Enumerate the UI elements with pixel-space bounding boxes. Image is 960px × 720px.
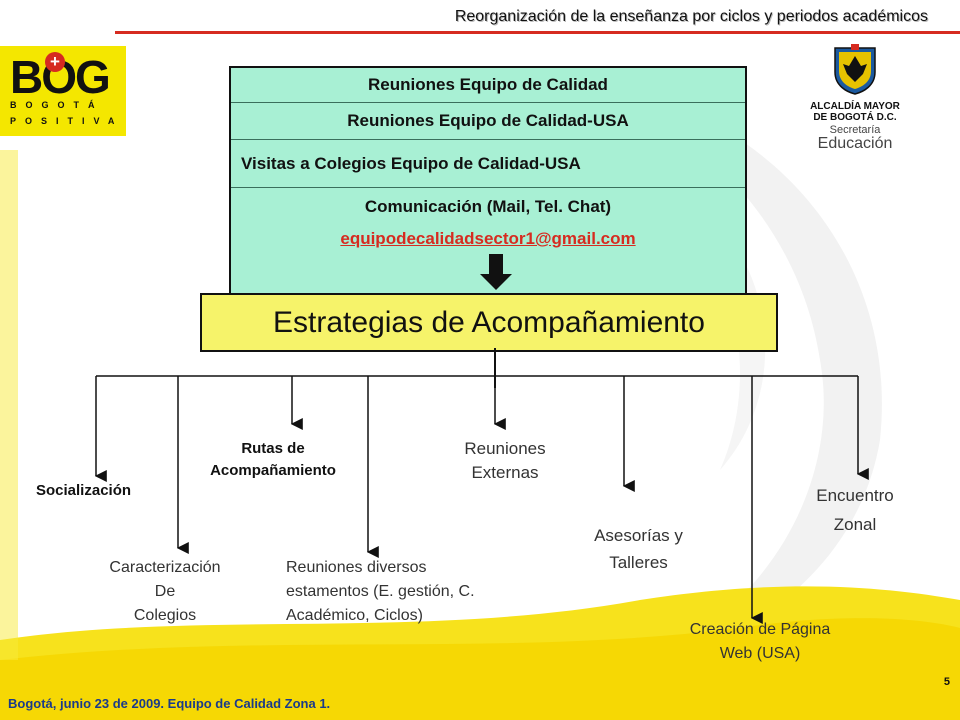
page-number: 5 [943, 676, 950, 688]
coat-of-arms-icon [834, 44, 876, 95]
branch-reuniones-diversos: Reuniones diversos estamentos (E. gestió… [286, 556, 566, 628]
alcaldia-line4: Educación [817, 135, 893, 152]
branch-creacion-line1: Creación de Página [689, 621, 831, 638]
alcaldia-line3: Secretaría [829, 124, 881, 136]
branch-reuniones-externas: Reuniones Externas [435, 437, 575, 485]
branch-reuniones-externas-line1: Reuniones [464, 439, 546, 458]
plus-icon: + [45, 52, 65, 72]
branch-reuniones-diversos-line1: Reuniones diversos [286, 559, 427, 576]
info-row-visitas-text: Visitas a Colegios Equipo de Calidad-USA [241, 154, 581, 173]
info-row-reuniones-usa-text: Reuniones Equipo de Calidad-USA [347, 111, 629, 130]
branch-encuentro-line1: Encuentro [816, 486, 894, 505]
branch-asesorias-line2: Talleres [609, 553, 668, 572]
branch-reuniones-diversos-line2: estamentos (E. gestión, C. [286, 583, 475, 600]
info-row-reuniones: Reuniones Equipo de Calidad [231, 68, 745, 103]
branch-creacion-line2: Web (USA) [719, 645, 801, 662]
comunicacion-title: Comunicación (Mail, Tel. Chat) [364, 197, 612, 216]
strategy-box: Estrategias de Acompañamiento [200, 293, 778, 352]
branch-caracterizacion-line2: De [154, 583, 176, 600]
branch-rutas: Rutas de Acompañamiento [178, 438, 368, 482]
branch-encuentro-line2: Zonal [833, 515, 877, 534]
bog-logo-line2: POSITIVA [10, 116, 124, 126]
alcaldia-logo: ALCALDÍA MAYOR DE BOGOTÁ D.C. Secretaría… [800, 44, 910, 159]
branch-rutas-line2: Acompañamiento [210, 462, 336, 479]
info-row-reuniones-usa: Reuniones Equipo de Calidad-USA [231, 103, 745, 140]
info-row-visitas: Visitas a Colegios Equipo de Calidad-USA [231, 140, 745, 188]
branch-asesorias-line1: Asesorías y [594, 526, 683, 545]
branch-encuentro-zonal: Encuentro Zonal [800, 481, 910, 539]
bogota-positiva-logo: BOG + BOGOTÁ POSITIVA [0, 46, 126, 136]
header-rule [115, 31, 960, 34]
branch-rutas-line1: Rutas de [241, 440, 305, 457]
branch-caracterizacion-line1: Caracterización [109, 559, 221, 576]
branch-reuniones-externas-line2: Externas [471, 463, 539, 482]
quality-team-box: Reuniones Equipo de Calidad Reuniones Eq… [229, 66, 747, 310]
branch-creacion-pagina: Creación de Página Web (USA) [650, 618, 870, 666]
email-link[interactable]: equipodecalidadsector1@gmail.com [340, 229, 636, 248]
header-title: Reorganización de la enseñanza por ciclo… [454, 8, 928, 25]
bog-logo-line1: BOGOTÁ [10, 100, 104, 110]
info-row-comunicacion: Comunicación (Mail, Tel. Chat) equipodec… [231, 189, 745, 308]
footer-text: Bogotá, junio 23 de 2009. Equipo de Cali… [8, 696, 331, 711]
branch-reuniones-diversos-line3: Académico, Ciclos) [286, 607, 423, 624]
alcaldia-line2: DE BOGOTÁ D.C. [813, 112, 897, 123]
info-row-reuniones-text: Reuniones Equipo de Calidad [368, 75, 608, 94]
branch-caracterizacion-line3: Colegios [133, 607, 197, 624]
branch-socializacion: Socialización [36, 482, 132, 499]
branch-asesorias: Asesorías y Talleres [566, 522, 711, 576]
branch-caracterizacion: Caracterización De Colegios [85, 556, 245, 628]
alcaldia-line1: ALCALDÍA MAYOR [810, 101, 900, 112]
